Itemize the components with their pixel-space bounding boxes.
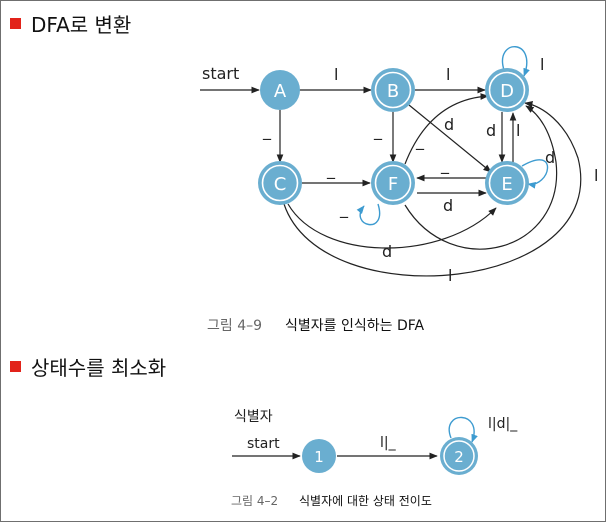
state-b: B (371, 68, 415, 112)
section-heading-minimize: 상태수를 최소화 (10, 352, 166, 381)
edge-label-1-2: l|_ (380, 435, 397, 451)
section-title: 상태수를 최소화 (31, 356, 167, 380)
state-label: E (501, 174, 512, 195)
red-square-bullet-icon (10, 18, 21, 29)
edge-c-d (283, 101, 582, 277)
loop-2 (448, 416, 478, 443)
edge-label-c-d: l (448, 266, 452, 285)
edge-label-c-f: _ (326, 160, 336, 180)
state-label: C (274, 174, 287, 195)
start-label: start (202, 64, 239, 83)
edge-label-f-d: _ (415, 131, 425, 151)
figure-caption: 식별자에 대한 상태 전이도 (299, 494, 432, 508)
figure-number: 그림 4–2 (231, 494, 278, 508)
state-2: 2 (440, 437, 478, 475)
edge-label-a-b: l (334, 65, 338, 84)
edge-label-c-e: d (382, 242, 392, 261)
edge-label-f-d-outer: l (594, 166, 598, 185)
edge-label-d-e: d (486, 121, 496, 140)
state-label: D (500, 81, 514, 102)
edge-label-e-f: _ (440, 155, 450, 175)
red-square-bullet-icon (10, 361, 21, 372)
edge-b-e (408, 104, 492, 173)
edge-label-d-loop: l (540, 55, 544, 74)
figure-caption: 식별자를 인식하는 DFA (285, 318, 424, 334)
section-title: DFA로 변환 (31, 13, 132, 37)
edge-label-f-e: d (443, 196, 453, 215)
state-label: 1 (314, 448, 324, 466)
state-label: 2 (454, 448, 464, 466)
edge-label-b-d: l (446, 65, 450, 84)
state-label: B (387, 81, 399, 102)
state-d: D (485, 68, 529, 112)
loop-e (521, 159, 549, 189)
edge-label-a-c: _ (262, 121, 272, 141)
loop-f (356, 203, 381, 226)
state-e: E (485, 161, 529, 205)
edge-label-b-f: _ (373, 121, 383, 141)
edge-f-d-outer (404, 105, 558, 250)
identifier-label: 식별자 (234, 409, 273, 425)
state-label: A (274, 81, 287, 102)
state-1: 1 (302, 439, 336, 473)
edge-label-2-loop: l|d|_ (488, 416, 518, 432)
start-label: start (247, 436, 280, 452)
state-a: A (260, 70, 300, 110)
loop-d (501, 46, 530, 77)
section-heading-dfa: DFA로 변환 (10, 9, 131, 38)
state-f: F (371, 161, 415, 205)
edge-f-d (404, 93, 489, 165)
edge-c-e (287, 203, 497, 249)
state-label: F (388, 174, 398, 195)
edge-label-f-loop: _ (339, 199, 349, 219)
edge-label-e-loop: d (545, 148, 555, 167)
edge-label-b-e: d (444, 115, 454, 134)
figure-number: 그림 4–9 (207, 318, 262, 334)
edge-label-e-d: l (516, 121, 520, 140)
state-c: C (258, 161, 302, 205)
